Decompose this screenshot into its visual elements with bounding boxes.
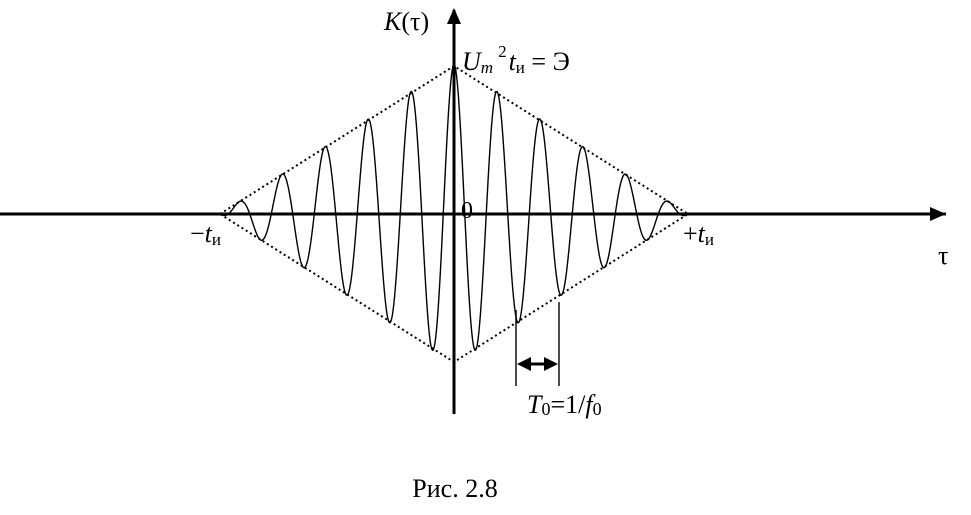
left-bound-label: −tи — [190, 219, 221, 249]
origin-label: 0 — [461, 198, 473, 224]
figure-caption: Рис. 2.8 — [412, 474, 498, 503]
y-axis-label: K(τ) — [383, 7, 429, 36]
peak-label: Um2tи = Э — [462, 42, 570, 77]
period-arrowhead-right — [544, 357, 558, 371]
correlation-curve — [219, 62, 689, 351]
x-axis-label: τ — [938, 241, 948, 270]
period-label: T0=1/f0 — [527, 390, 602, 419]
k-axis-arrowhead — [447, 8, 461, 24]
tau-axis-arrowhead — [930, 207, 946, 221]
period-arrowhead-left — [517, 357, 531, 371]
right-bound-label: +tи — [683, 219, 714, 249]
